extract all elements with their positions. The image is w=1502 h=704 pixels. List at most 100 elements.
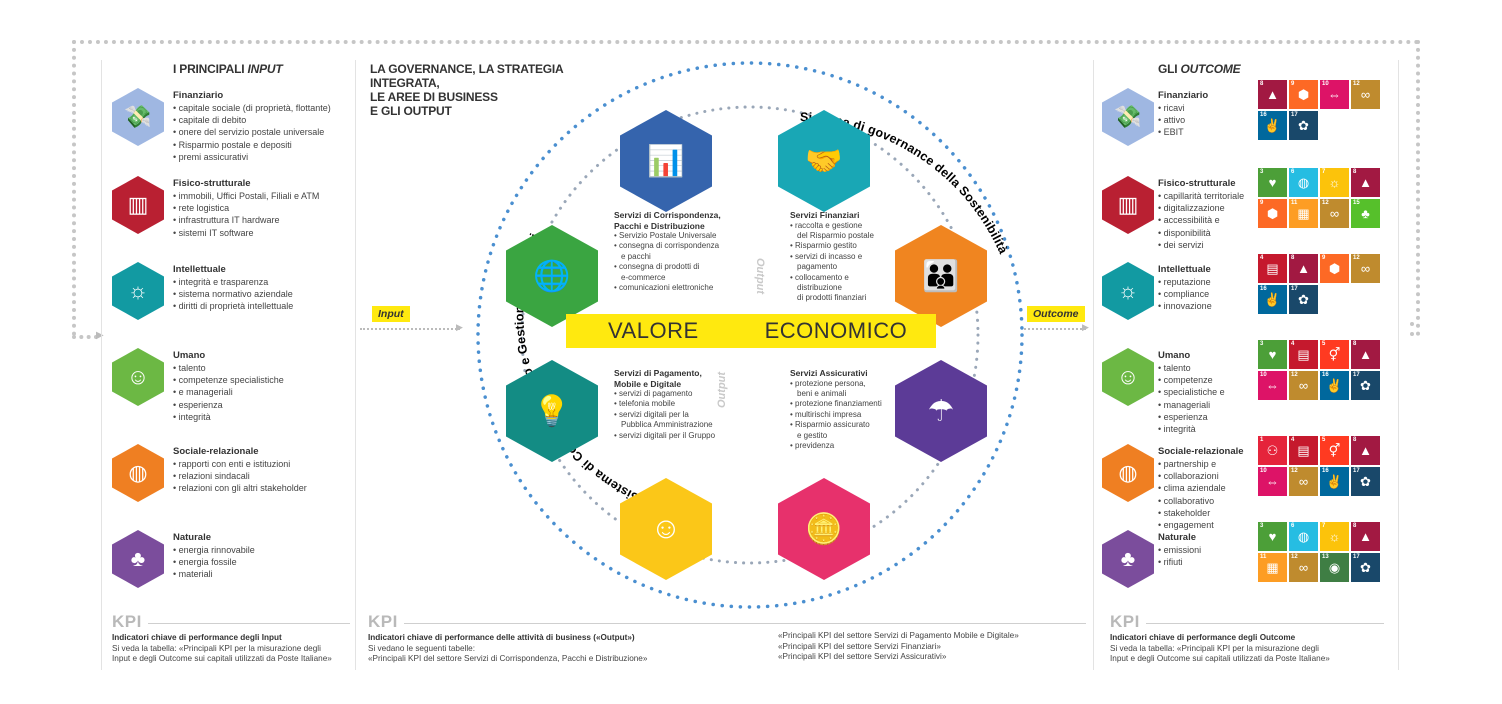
sdg-16-icon: 16✌	[1258, 111, 1287, 140]
capital-item: emissioni	[1158, 544, 1202, 556]
kpi-inputs-text: Indicatori chiave di performance degli I…	[112, 633, 332, 665]
business-title: Mobile e Digitale	[614, 378, 682, 389]
sdg-glyph: ♥	[1268, 347, 1277, 362]
sdg-10-icon: 10⇔	[1258, 467, 1287, 496]
sdg-icon-grid: 3♥6◍7☼8▲9⬢11▦12∞15♣	[1258, 168, 1380, 228]
sdg-icon-grid: 4▤8▲9⬢12∞16✌17✿	[1258, 254, 1380, 314]
sdg-glyph: ▤	[1297, 442, 1310, 458]
business-item: consegna di corrispondenza	[614, 241, 721, 251]
capital-item: rifiuti	[1158, 556, 1201, 568]
kpi-inputs-line-1: Si veda la tabella: «Principali KPI per …	[112, 643, 321, 653]
capital-item: capillarità territoriale	[1158, 190, 1245, 202]
sdg-12-icon: 12∞	[1351, 254, 1380, 283]
capital-item: innovazione	[1158, 300, 1212, 312]
capital-item: dei servizi	[1158, 239, 1244, 251]
sdg-glyph: ✿	[1360, 559, 1371, 575]
globe-people-icon: ◍	[112, 444, 164, 502]
capital-item: manageriali	[1158, 399, 1225, 411]
kpi-outcomes-text: Indicatori chiave di performance degli O…	[1110, 633, 1330, 665]
bulb-icon-glyph: 💡	[533, 394, 571, 428]
globe-icon-glyph: 🌐	[533, 259, 571, 293]
sdg-number: 12	[1353, 81, 1360, 87]
center-title-line-3: E GLI OUTPUT	[370, 104, 452, 118]
kpi-output-line-1: Si vedano le seguenti tabelle:	[368, 643, 475, 653]
business-title: Servizi Finanziari	[790, 210, 860, 220]
business-item: collocamento e	[790, 273, 874, 283]
sdg-glyph: ✌	[1264, 117, 1281, 133]
capital-item: accessibilità e	[1158, 214, 1244, 226]
sdg-8-icon: 8▲	[1351, 436, 1380, 465]
capital-item: relazioni con gli altri stakeholder	[173, 482, 307, 494]
sdg-number: 9	[1291, 81, 1295, 87]
sdg-7-icon: 7☼	[1320, 522, 1349, 551]
business-item: distribuzione	[797, 282, 842, 292]
sdg-12-icon: 12∞	[1320, 199, 1349, 228]
sdg-glyph: ∞	[1360, 87, 1371, 102]
sdg-12-icon: 12∞	[1289, 371, 1318, 400]
capital-item: talento	[173, 362, 284, 374]
sdg-17-icon: 17✿	[1289, 111, 1318, 140]
capital-item: talento	[1158, 362, 1225, 374]
sdg-8-icon: 8▲	[1258, 80, 1287, 109]
sdg-glyph: ▲	[1266, 87, 1279, 102]
sdg-4-icon: 4▤	[1289, 436, 1318, 465]
input-tag: Input	[372, 306, 410, 322]
sdg-12-icon: 12∞	[1351, 80, 1380, 109]
sdg-6-icon: 6◍	[1289, 168, 1318, 197]
business-corrispondenza: Servizi di Corrispondenza,Pacchi e Distr…	[614, 210, 721, 293]
capital-sociale-relazionale-left: Sociale-relazionalerapporti con enti e i…	[173, 446, 307, 495]
valore-label: VALORE	[608, 318, 699, 343]
sdg-glyph: ☼	[1328, 529, 1341, 544]
sdg-glyph: ⇔	[1266, 474, 1279, 489]
sdg-number: 12	[1291, 372, 1298, 378]
capital-name: Naturale	[173, 532, 212, 543]
money-hand-icon-glyph: 💸	[1114, 104, 1142, 129]
sdg-glyph: ✌	[1264, 291, 1281, 307]
sdg-number: 3	[1260, 169, 1264, 175]
sdg-number: 5	[1322, 437, 1326, 443]
business-item: servizi di pagamento	[614, 389, 715, 399]
business-item: previdenza	[790, 441, 882, 451]
capital-item: integrità	[1158, 423, 1225, 435]
dotted-frame-right	[1416, 40, 1420, 336]
money-hand-icon: 💸	[1102, 88, 1154, 146]
smiley-icon-glyph: ☺	[650, 512, 682, 545]
capital-naturale-right: Naturaleemissionirifiuti	[1158, 532, 1201, 568]
business-item: e pacchi	[621, 251, 651, 261]
capital-item: diritti di proprietà intellettuale	[173, 300, 294, 312]
sdg-number: 8	[1353, 523, 1357, 529]
capital-item: rete logistica	[173, 202, 319, 214]
sdg-glyph: ⬢	[1297, 86, 1310, 102]
capital-item: attivo	[1158, 114, 1208, 126]
sdg-4-icon: 4▤	[1289, 340, 1318, 369]
kpi-inputs-line-2: Input e degli Outcome sui capitali utili…	[112, 654, 332, 663]
sdg-10-icon: 10⇔	[1258, 371, 1287, 400]
center-title-line-2: LE AREE DI BUSINESS	[370, 90, 498, 104]
business-title: Servizi di Pagamento,	[614, 368, 702, 378]
capital-item: materiali	[173, 568, 255, 580]
sdg-11-icon: 11▦	[1258, 553, 1287, 582]
output-label-top: Output	[754, 258, 766, 295]
capital-name: Naturale	[1158, 532, 1197, 543]
sdg-number: 8	[1260, 81, 1264, 87]
sdg-number: 16	[1260, 286, 1267, 292]
capital-item: digitalizzazione	[1158, 202, 1244, 214]
sdg-number: 17	[1291, 112, 1298, 118]
sdg-9-icon: 9⬢	[1258, 199, 1287, 228]
dotted-frame-top	[72, 40, 1420, 44]
sdg-number: 10	[1260, 372, 1267, 378]
capital-intellettuale-left: Intellettualeintegrità e trasparenzasist…	[173, 264, 293, 313]
sdg-glyph: ⬢	[1328, 260, 1341, 276]
sdg-icon-grid: 3♥4▤5⚥8▲10⇔12∞16✌17✿	[1258, 340, 1380, 400]
capital-name: Umano	[173, 350, 206, 361]
left-column-border	[101, 60, 102, 670]
capital-fisico-strutturale-right: Fisico-strutturalecapillarità territoria…	[1158, 178, 1244, 251]
sdg-16-icon: 16✌	[1320, 371, 1349, 400]
sdg-number: 8	[1291, 255, 1295, 261]
outcome-arrow-line	[1024, 328, 1086, 330]
business-item: e gestito	[797, 430, 828, 440]
sdg-glyph: ◍	[1297, 528, 1310, 544]
capital-name: Intellettuale	[173, 264, 226, 275]
kpi-label-inputs: KPI	[112, 612, 142, 631]
kpi-outcomes-line-2: Input e degli Outcome sui capitali utili…	[1110, 654, 1330, 663]
